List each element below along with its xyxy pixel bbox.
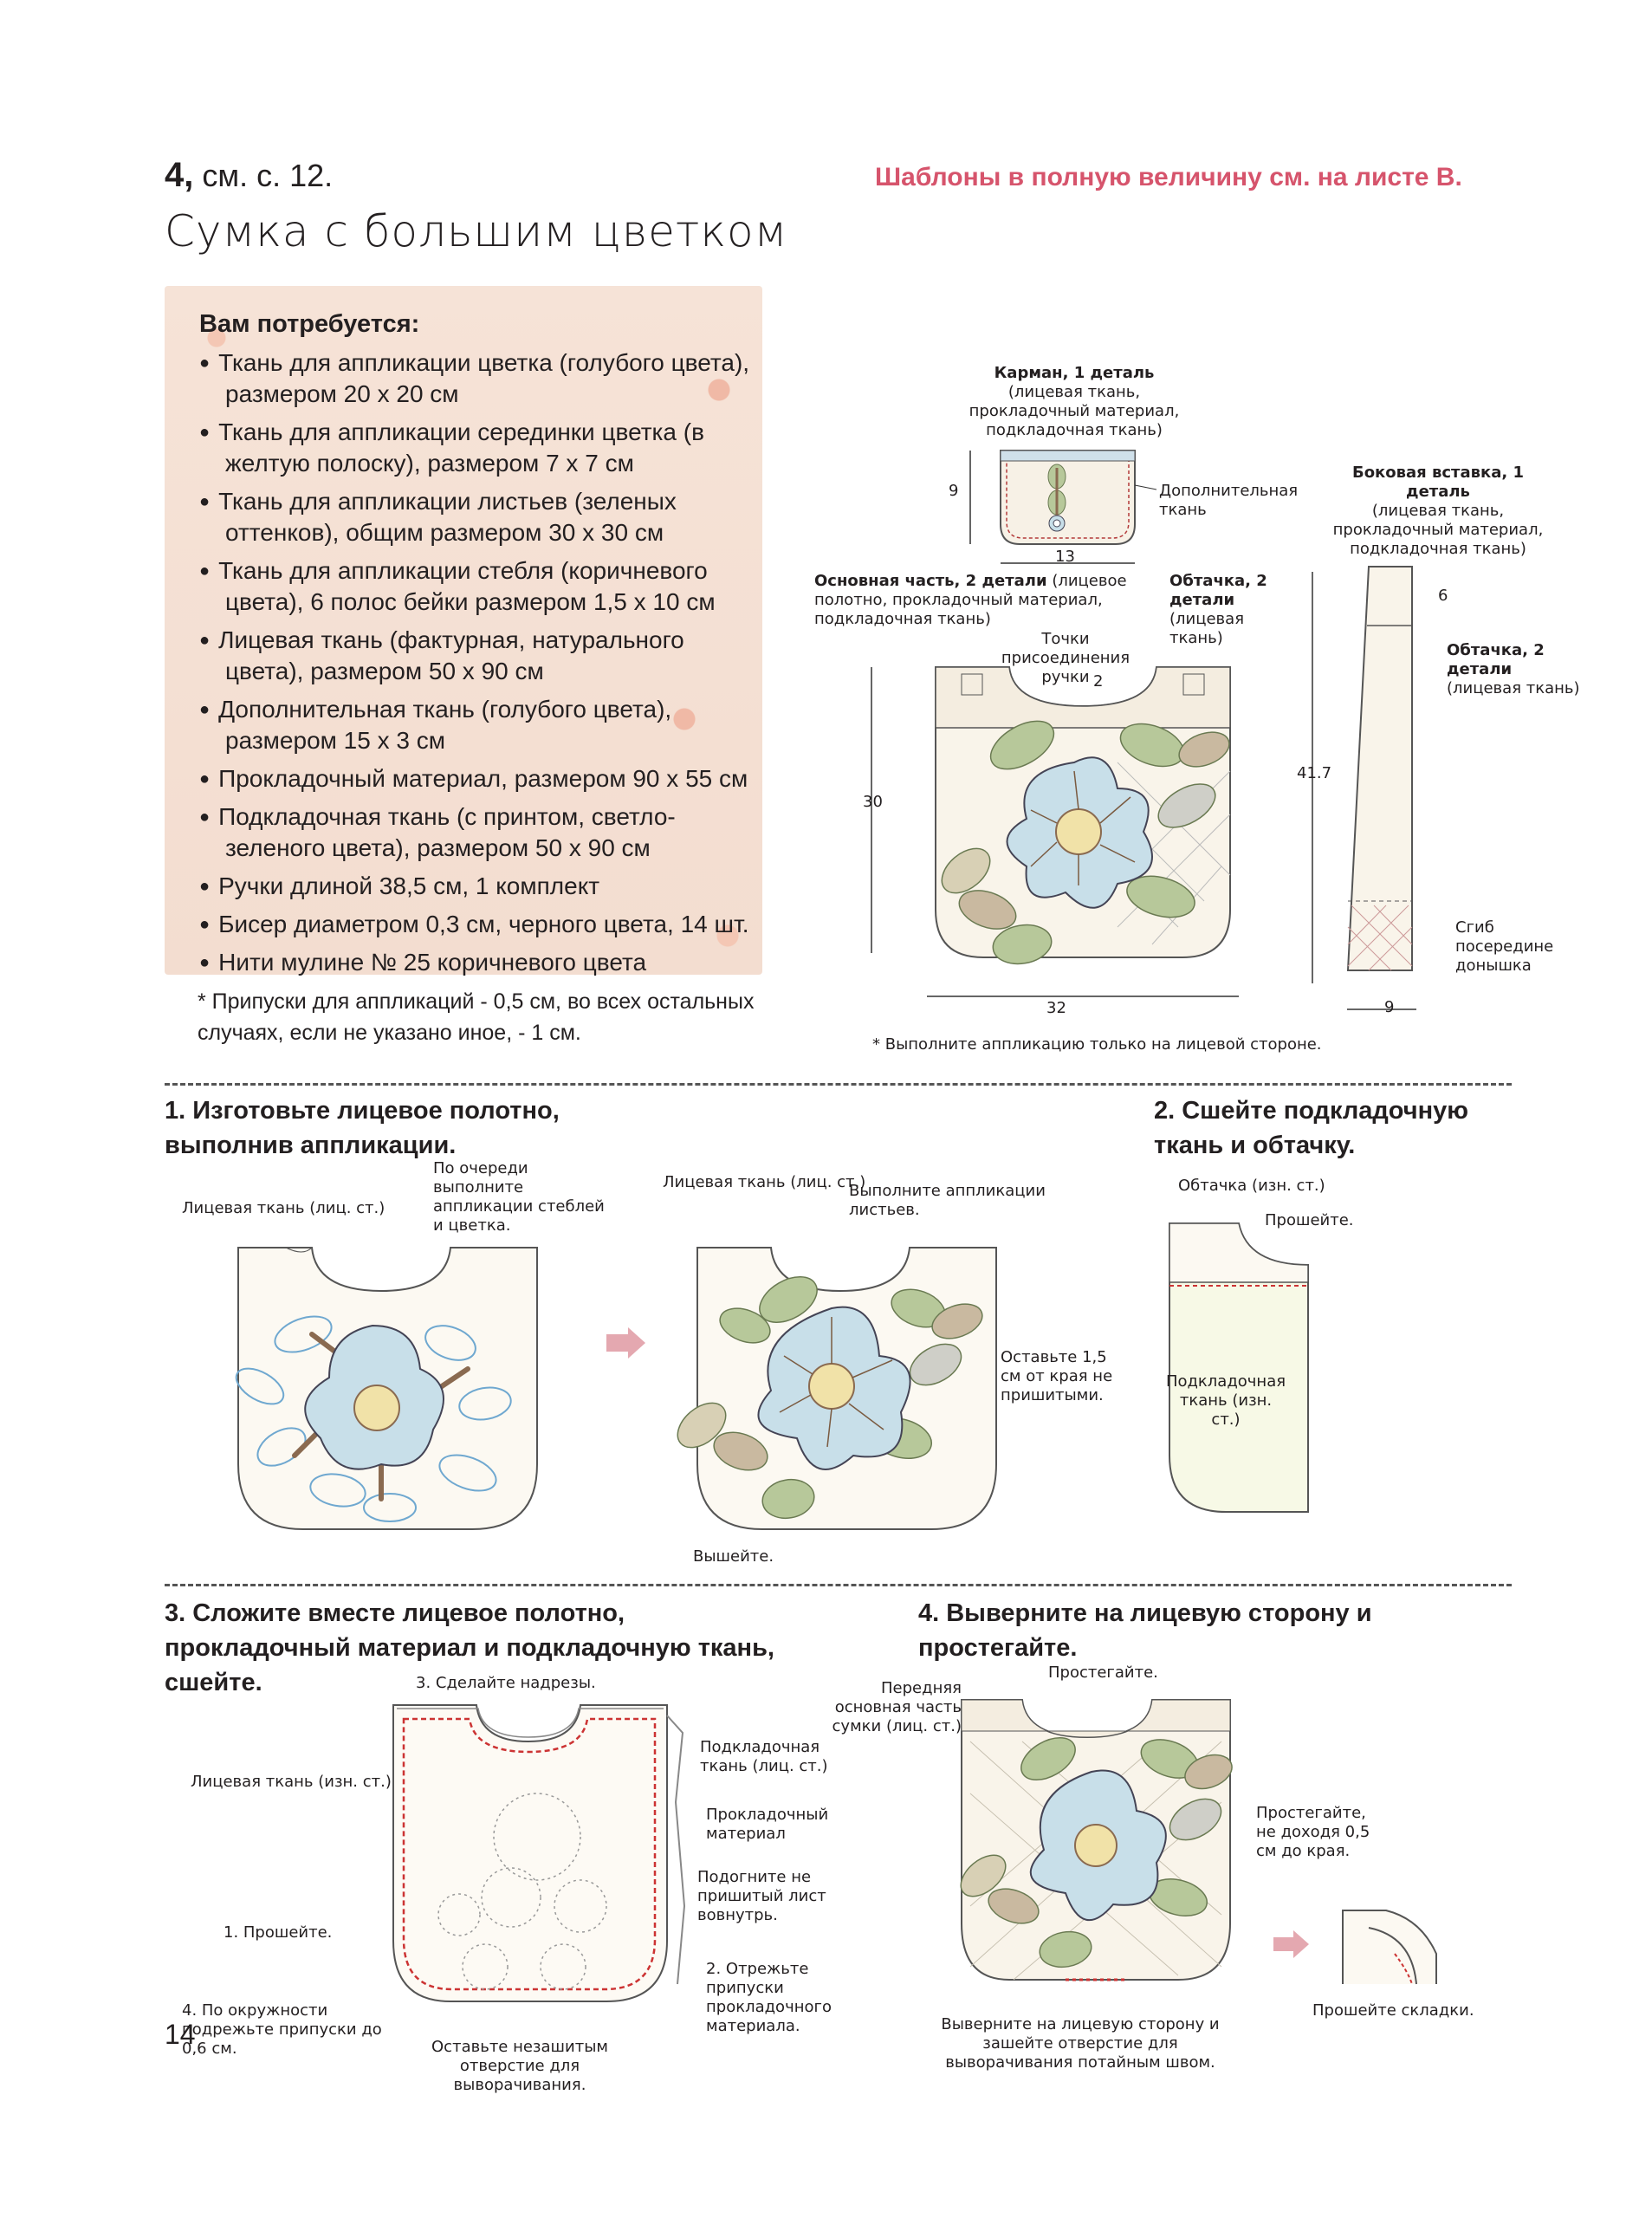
section-divider xyxy=(165,1083,1512,1086)
side-panel-title: Боковая вставка, 1 деталь xyxy=(1351,464,1525,501)
step1-leave-note: Оставьте 1,5 см от края не пришитыми. xyxy=(1001,1348,1113,1404)
step1-heading: 1. Изготовьте лицевое полотно, выполнив … xyxy=(165,1097,560,1159)
dim-9: 9 xyxy=(1384,998,1395,1016)
side-facing-title: Обтачка, 2 детали xyxy=(1447,641,1545,678)
list-item: Ручки длиной 38,5 см, 1 комплект xyxy=(199,871,762,902)
main-part-label: Основная часть, 2 детали (лицевое полотн… xyxy=(814,572,1161,629)
main-part-diagram xyxy=(871,666,1239,997)
step3-face: Лицевая ткань (изн. ст.) xyxy=(191,1773,392,1791)
list-item: Дополнительная ткань (голубого цвета), р… xyxy=(199,694,762,756)
pocket-label: Карман, 1 деталь (лицевая ткань, проклад… xyxy=(953,364,1195,440)
main-part-title: Основная часть, 2 детали xyxy=(814,572,1047,590)
step4-pleats: Прошейте складки. xyxy=(1312,2001,1474,2020)
pocket-title: Карман, 1 деталь xyxy=(994,364,1155,382)
step1-embroider: Вышейте. xyxy=(693,1547,774,1566)
pocket-dim-width: 13 xyxy=(1055,548,1075,566)
list-item: Ткань для аппликации стебля (коричневого… xyxy=(199,555,762,618)
pocket-diagram xyxy=(969,450,1157,564)
step3-sew1: 1. Прошейте. xyxy=(224,1923,333,1942)
step4-front: Передняя основная часть сумки (лиц. ст.) xyxy=(832,1679,962,1735)
step1-stems-note: По очереди выполните аппликации стеблей … xyxy=(433,1159,605,1235)
facing-subtitle: (лицевая ткань) xyxy=(1169,610,1245,647)
step4-turn: Выверните на лицевую сторону и зашейте о… xyxy=(941,2015,1220,2072)
page-title: Сумка с большим цветком xyxy=(165,206,788,256)
side-facing-subtitle: (лицевая ткань) xyxy=(1447,679,1580,697)
step3-batting: Прокладочный материал xyxy=(706,1806,829,1843)
materials-heading: Вам потребуется: xyxy=(199,310,420,338)
ref-number: 4, xyxy=(165,156,194,194)
step3-opening: Оставьте незашитым отверстие для выворач… xyxy=(431,2038,608,2094)
step4-heading: 4. Выверните на лицевую сторону и просте… xyxy=(918,1599,1372,1662)
step4-quilt: Простегайте. xyxy=(1048,1664,1158,1682)
step3-trim-curve: 4. По окружности подрежьте припуски до 0… xyxy=(182,2001,382,2058)
step3-heading: 3. Сложите вместе лицевое полотно, прокл… xyxy=(165,1599,774,1696)
dim-41-7: 41.7 xyxy=(1297,764,1332,782)
facing-label: Обтачка, 2 детали (лицевая ткань) xyxy=(1169,572,1291,648)
pocket-subtitle: (лицевая ткань, прокладочный материал, п… xyxy=(969,383,1180,439)
step3-assembly-diagram xyxy=(392,1704,686,2002)
fold-note: Сгиб посередине донышка xyxy=(1455,918,1554,975)
step3-trim: 2. Отрежьте припуски прокладочного матер… xyxy=(706,1960,832,2035)
dim-30: 30 xyxy=(863,793,883,811)
side-panel-subtitle: (лицевая ткань, прокладочный материал, п… xyxy=(1332,502,1544,558)
side-facing-label: Обтачка, 2 детали (лицевая ткань) xyxy=(1447,641,1594,698)
section-divider-2 xyxy=(165,1584,1512,1586)
step1-bag-appliqued xyxy=(677,1247,997,1530)
step1-face-fabric-2: Лицевая ткань (лиц. ст.) xyxy=(663,1173,866,1191)
facing-title: Обтачка, 2 детали xyxy=(1169,572,1267,609)
dim-2: 2 xyxy=(1093,672,1104,691)
pleat-detail xyxy=(1342,1910,1437,1985)
list-item: Подкладочная ткань (с принтом, светло-зе… xyxy=(199,801,762,864)
materials-box: Вам потребуется: Ткань для аппликации цв… xyxy=(165,286,762,978)
materials-list: Ткань для аппликации цветка (голубого цв… xyxy=(165,347,762,978)
list-item: Бисер диаметром 0,3 см, черного цвета, 1… xyxy=(199,909,762,940)
pattern-reference: 4, см. с. 12. xyxy=(165,156,333,195)
main-part-subtitle: (лицевое полотно, прокладочный материал,… xyxy=(814,572,1127,628)
side-panel-label: Боковая вставка, 1 деталь (лицевая ткань… xyxy=(1325,464,1551,559)
step2-sew: Прошейте. xyxy=(1265,1211,1354,1229)
step4-bag-quilted xyxy=(960,1699,1233,1981)
step3-lining: Подкладочная ткань (лиц. ст.) xyxy=(700,1738,828,1775)
step1-bag-front xyxy=(235,1247,538,1530)
list-item: Лицевая ткань (фактурная, натурального ц… xyxy=(199,625,762,687)
step1-face-fabric: Лицевая ткань (лиц. ст.) xyxy=(182,1199,385,1217)
step2-lining-diagram xyxy=(1169,1222,1309,1513)
list-item: Ткань для аппликации цветка (голубого цв… xyxy=(199,347,762,410)
dim-32: 32 xyxy=(1046,999,1066,1017)
dim-6: 6 xyxy=(1438,587,1448,605)
list-item: Нити мулине № 25 коричневого цвета xyxy=(199,947,762,978)
arrow-icon-2 xyxy=(1273,1930,1309,1958)
ref-text: см. с. 12. xyxy=(193,158,334,193)
step3-notches: 3. Сделайте надрезы. xyxy=(416,1674,596,1692)
step1-leaves-note: Выполните аппликации листьев. xyxy=(849,1182,1046,1219)
extra-fabric-label: Дополнительная ткань xyxy=(1159,482,1299,519)
handle-points-label: Точки присоединения ручки xyxy=(1001,630,1130,686)
allowance-footnote: * Припуски для аппликаций - 0,5 см, во в… xyxy=(198,989,755,1045)
step4-quilt-edge: Простегайте, не доходя 0,5 см до края. xyxy=(1256,1804,1370,1860)
list-item: Ткань для аппликации листьев (зеленых от… xyxy=(199,486,762,548)
pocket-dim-height: 9 xyxy=(949,482,959,500)
step3-tuck: Подогните не пришитый лист вовнутрь. xyxy=(697,1868,826,1924)
applique-note: * Выполните аппликацию только на лицевой… xyxy=(872,1035,1322,1054)
side-panel-diagram xyxy=(1312,566,1416,1010)
page-number: 14 xyxy=(165,2019,196,2050)
list-item: Прокладочный материал, размером 90 х 55 … xyxy=(199,763,762,794)
templates-note: Шаблоны в полную величину см. на листе В… xyxy=(875,163,1462,191)
list-item: Ткань для аппликации серединки цветка (в… xyxy=(199,417,762,479)
step2-lining: Подкладочная ткань (изн. ст.) xyxy=(1165,1372,1286,1429)
step2-heading: 2. Сшейте подкладочную ткань и обтачку. xyxy=(1154,1097,1469,1159)
arrow-icon xyxy=(606,1327,645,1359)
step2-facing: Обтачка (изн. ст.) xyxy=(1178,1177,1325,1195)
